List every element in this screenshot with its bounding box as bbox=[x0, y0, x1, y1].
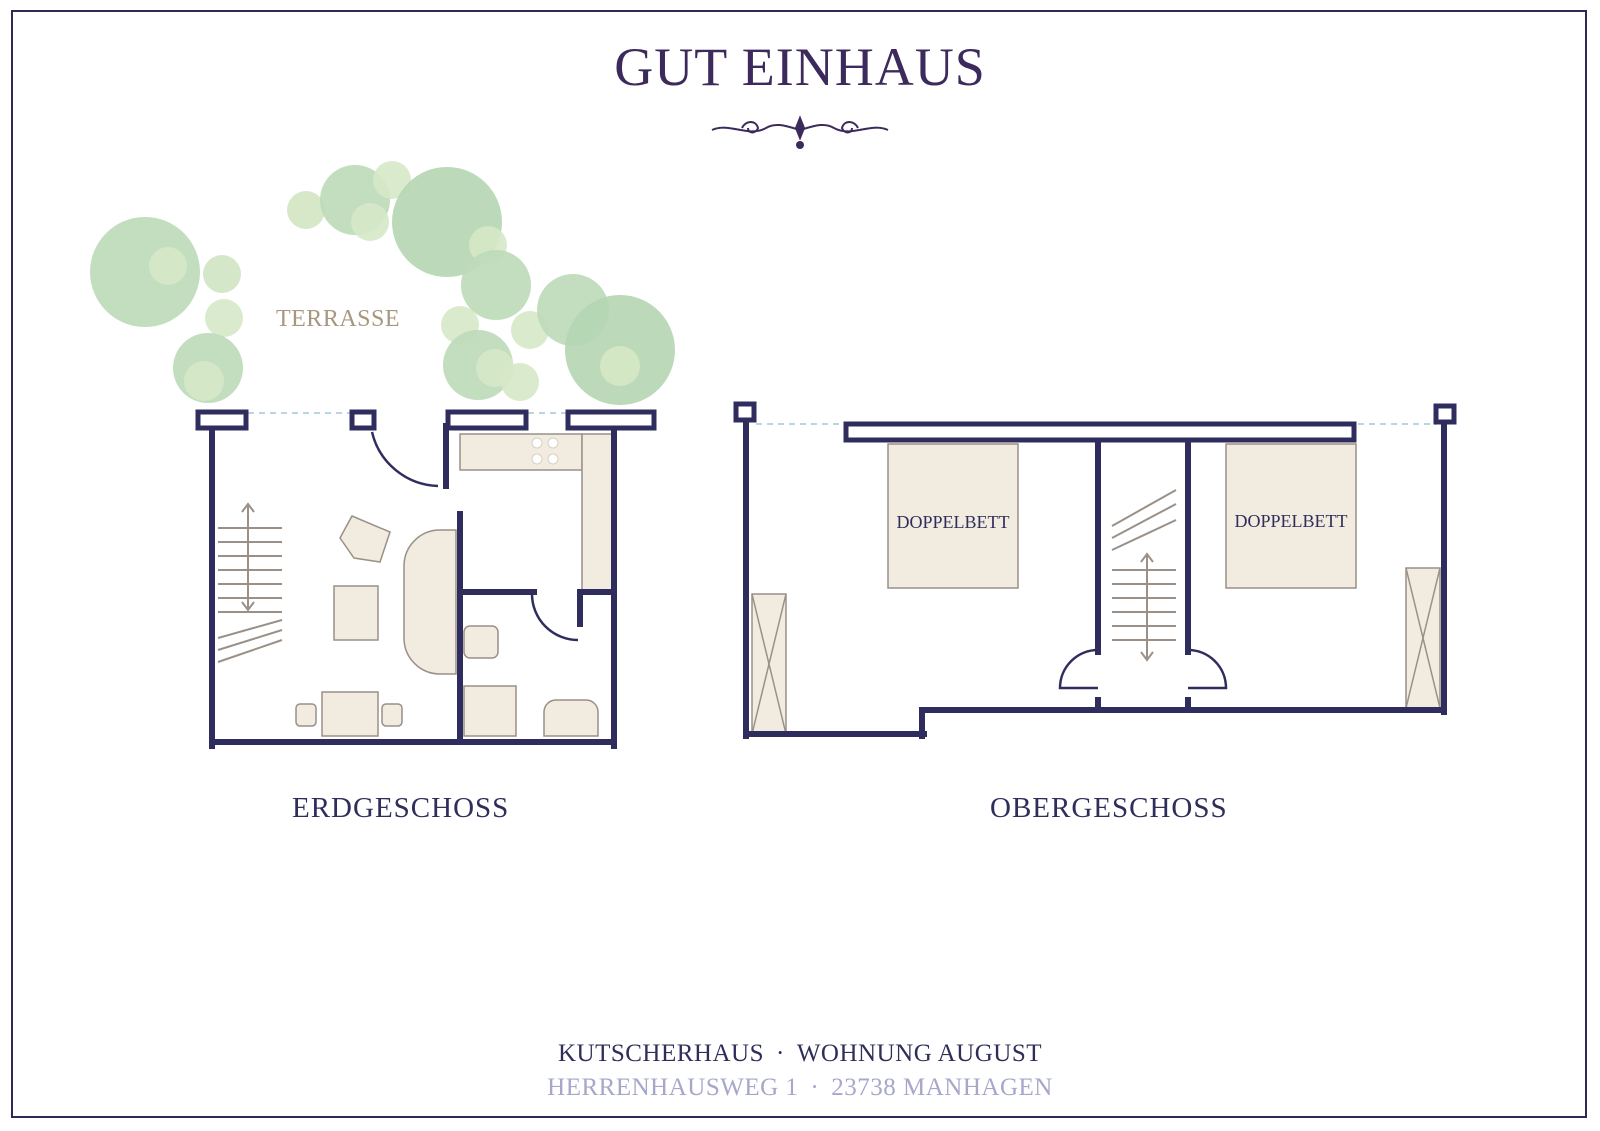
upper-stairs bbox=[1111, 489, 1177, 662]
toilet bbox=[463, 625, 499, 659]
double-bed-right bbox=[1225, 443, 1357, 589]
dining-chair-right bbox=[381, 703, 403, 727]
kitchen-counter bbox=[459, 433, 583, 471]
footer-city: 23738 MANHAGEN bbox=[831, 1074, 1053, 1101]
footer-street: HERRENHAUSWEG 1 bbox=[547, 1074, 799, 1101]
bed-right-label: DOPPELBETT bbox=[1234, 511, 1347, 531]
footer-line-1: KUTSCHERHAUS · WOHNUNG AUGUST bbox=[0, 1040, 1600, 1068]
kitchen-counter-side bbox=[581, 433, 613, 591]
ornament-flourish bbox=[711, 115, 889, 149]
side-table bbox=[333, 585, 379, 641]
sofa bbox=[403, 529, 457, 675]
ground-floor-plan bbox=[195, 409, 657, 749]
terrace-trees bbox=[90, 161, 675, 405]
ground-stairs bbox=[217, 502, 283, 663]
upper-floor-plan bbox=[733, 401, 1457, 739]
armchair bbox=[339, 515, 391, 563]
bathroom-cabinet bbox=[463, 685, 517, 737]
dining-chair-left bbox=[295, 703, 317, 727]
footer-separator: · bbox=[776, 1040, 785, 1067]
footer-apartment: WOHNUNG AUGUST bbox=[796, 1040, 1043, 1067]
page-title: GUT EINHAUS bbox=[614, 37, 986, 97]
terrace-label: TERRASSE bbox=[276, 306, 400, 332]
upper-wall-beam bbox=[843, 421, 1357, 443]
footer-separator-2: · bbox=[810, 1074, 820, 1101]
double-bed-left bbox=[887, 443, 1019, 589]
washbasin bbox=[543, 699, 599, 737]
bed-left-label: DOPPELBETT bbox=[896, 512, 1009, 532]
footer-line-2: HERRENHAUSWEG 1 · 23738 MANHAGEN bbox=[0, 1074, 1600, 1102]
upper-floor-label: OBERGESCHOSS bbox=[990, 792, 1228, 824]
footer-building: KUTSCHERHAUS bbox=[557, 1040, 764, 1067]
ground-floor-label: ERDGESCHOSS bbox=[292, 792, 510, 824]
dining-table bbox=[321, 691, 379, 737]
